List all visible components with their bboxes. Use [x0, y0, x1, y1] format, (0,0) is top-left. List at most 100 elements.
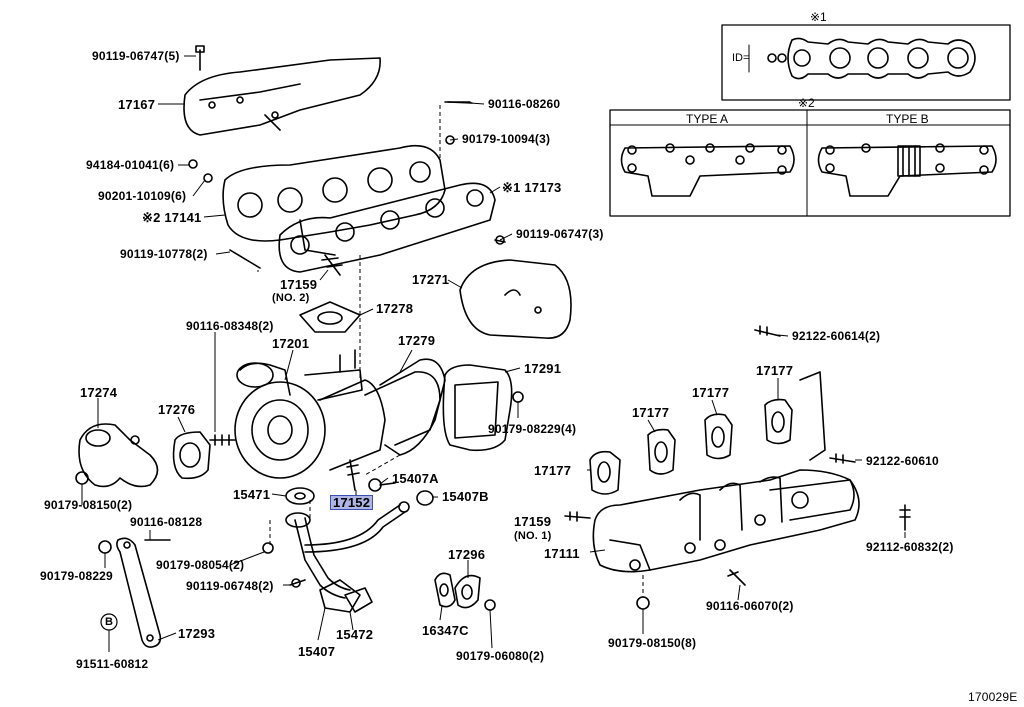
heat-shield-17177: [799, 371, 826, 461]
stud-92112-60832: [899, 504, 911, 531]
label-90179-08054-2: 90179-08054(2): [156, 558, 245, 572]
heat-insulator-17271: [459, 259, 572, 339]
label-17177-d: 17177: [534, 463, 572, 478]
label-17173: ※1 17173: [502, 180, 562, 195]
nut-90179-08229: [98, 540, 112, 554]
oil-pipe-15407: [285, 512, 373, 613]
diagram-id: 170029E: [968, 690, 1018, 704]
stud-17159-no2: [321, 254, 343, 276]
label-no2: (NO. 2): [272, 292, 310, 304]
label-90116-06070-2: 90116-06070(2): [706, 599, 794, 613]
note-1-mark: ※1: [810, 10, 827, 24]
gasket-17177-3: [704, 413, 733, 460]
label-16347C: 16347C: [422, 623, 469, 638]
stud-90116-06070: [727, 569, 746, 586]
label-17201: 17201: [272, 336, 310, 351]
label-90179-06080-2: 90179-06080(2): [456, 649, 545, 663]
label-b: B: [105, 616, 114, 628]
label-17274: 17274: [80, 385, 118, 400]
label-90116-08348-2: 90116-08348(2): [186, 319, 274, 333]
label-17159-no1: 17159: [514, 514, 552, 529]
label-90201-10109-6: 90201-10109(6): [98, 189, 187, 203]
label-15407: 15407: [298, 644, 336, 659]
label-90179-08229: 90179-08229: [40, 569, 113, 583]
stud-92122-60610: [829, 453, 856, 464]
label-17177-a: 17177: [756, 363, 794, 378]
stud-center: [346, 459, 360, 491]
label-17271: 17271: [412, 272, 450, 287]
inset-id-label: ID=: [732, 52, 750, 64]
label-17111: 17111: [544, 546, 580, 561]
label-92112-60832-2: 92112-60832(2): [866, 540, 954, 554]
label-90116-08128: 90116-08128: [130, 515, 203, 529]
label-90179-08150-2: 90179-08150(2): [44, 498, 133, 512]
stud-90116-08260: [447, 101, 473, 104]
stud-92122-60614: [754, 325, 781, 337]
gasket-16347C: [434, 572, 456, 608]
type-a-label: TYPE A: [686, 112, 729, 126]
heat-insulator-17167: [183, 57, 381, 136]
label-17141: ※2 17141: [142, 210, 202, 225]
nut-90179-08054: [262, 542, 274, 554]
label-17278: 17278: [376, 301, 414, 316]
label-15407B: 15407B: [442, 489, 489, 504]
label-17177-c: 17177: [632, 405, 670, 420]
label-15472: 15472: [336, 627, 374, 642]
label-17279: 17279: [398, 333, 436, 348]
label-17167: 17167: [118, 97, 156, 112]
nut-90179-08150-2: [75, 471, 89, 485]
bolt-15407B: [416, 490, 434, 506]
nut-90179-08150-8: [636, 596, 650, 610]
manifold-17111: [592, 469, 860, 573]
label-90119-10778-2: 90119-10778(2): [120, 247, 208, 261]
label-17293: 17293: [178, 626, 216, 641]
bolt-90119-06748: [289, 578, 306, 588]
label-15407A: 15407A: [392, 471, 439, 486]
dashed-guides: [257, 105, 644, 597]
label-15471: 15471: [233, 487, 271, 502]
gasket-17177-1: [589, 450, 621, 495]
gasket-17177-2: [647, 428, 676, 475]
label-17152-highlighted[interactable]: 17152: [330, 495, 374, 510]
label-90116-08260: 90116-08260: [488, 97, 561, 111]
gasket-inset-box: [721, 24, 1011, 101]
label-17291: 17291: [524, 361, 562, 376]
nut-90179-08229-4: [512, 391, 524, 403]
label-94184-01041-6: 94184-01041(6): [86, 158, 175, 172]
type-b-label: TYPE B: [886, 112, 929, 126]
label-92122-60614-2: 92122-60614(2): [792, 329, 881, 343]
gasket-17276: [172, 431, 211, 480]
label-91511-60812: 91511-60812: [76, 657, 149, 671]
label-90119-06747-5: 90119-06747(5): [92, 49, 180, 63]
leader-lines: [81, 55, 906, 652]
bracket-17293: [116, 537, 162, 648]
turbocharger-17201: [234, 349, 441, 479]
stud-17159-no1: [564, 511, 591, 522]
label-90119-06747-3: 90119-06747(3): [516, 227, 604, 241]
elbow-17279: [379, 358, 446, 456]
type-inset-box: [609, 109, 1011, 217]
label-17159-no2: 17159: [280, 277, 318, 292]
gasket-17296: [454, 574, 481, 609]
label-17177-b: 17177: [692, 385, 730, 400]
label-90179-08150-8: 90179-08150(8): [608, 636, 697, 650]
label-92122-60610: 92122-60610: [866, 454, 939, 468]
manifold-gasket-17173: [278, 182, 496, 273]
label-17296: 17296: [448, 547, 486, 562]
label-90179-08229-4: 90179-08229(4): [488, 422, 577, 436]
bolt-90119-06747-5: [195, 45, 205, 71]
label-no1: (NO. 1): [514, 530, 552, 542]
note-2-mark: ※2: [798, 96, 815, 110]
gasket-17177-4: [764, 398, 793, 445]
nut-90179-06080: [484, 599, 496, 611]
stud-90116-08348: [209, 434, 236, 446]
oil-pipe-17152: [304, 501, 410, 553]
gasket-17278: [299, 301, 361, 333]
label-17276: 17276: [158, 402, 196, 417]
bolt-15407A: [368, 478, 396, 492]
gasket-17291: [442, 364, 513, 452]
exhaust-manifold-17141: [222, 144, 446, 256]
intake-elbow-17274: [78, 423, 159, 488]
